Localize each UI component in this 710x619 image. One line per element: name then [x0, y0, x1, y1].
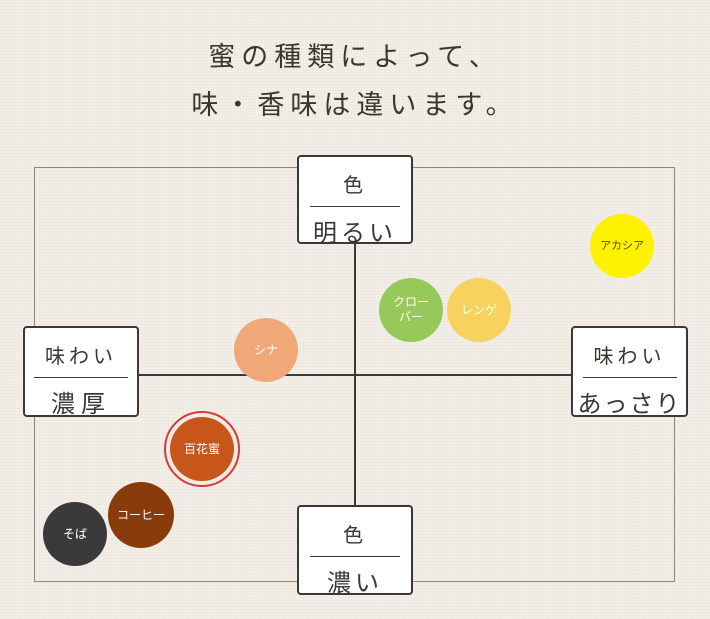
honey-label: シナ — [253, 342, 278, 357]
axis-label-bottom-title: 色 — [343, 523, 367, 547]
honey-bubble-renge: レンゲ — [447, 278, 511, 342]
horizontal-axis — [138, 374, 574, 376]
axis-label-top-title: 色 — [343, 173, 367, 197]
honey-label: コーヒー — [116, 507, 165, 522]
axis-label-right-value: あっさり — [577, 390, 682, 418]
axis-label-left: 味わい 濃厚 — [23, 326, 139, 418]
honey-bubble-coffee: コーヒー — [108, 482, 174, 548]
honey-bubble-acacia: アカシア — [590, 214, 654, 278]
axis-label-top: 色 明るい — [297, 155, 413, 247]
headline-line-2: 味・香味は違います。 — [191, 90, 519, 121]
axis-label-right: 味わい あっさり — [571, 326, 688, 418]
honey-bubble-hyakkamitsu: 百花蜜 — [170, 417, 234, 481]
axis-label-divider — [310, 206, 400, 207]
honey-bubble-soba: そば — [43, 502, 107, 566]
axis-label-top-value: 明るい — [313, 219, 397, 247]
honey-bubble-shina: シナ — [234, 318, 298, 382]
axis-label-divider — [310, 556, 400, 557]
axis-label-left-value: 濃厚 — [51, 390, 111, 418]
honey-label: そば — [62, 526, 87, 541]
axis-label-right-title: 味わい — [593, 344, 666, 368]
honey-label: レンゲ — [460, 302, 497, 317]
axis-label-divider — [582, 377, 677, 378]
honey-bubble-clover: クロー バー — [379, 278, 443, 342]
honey-label: クロー バー — [392, 295, 429, 324]
hyakkamitsu-highlight-ring — [164, 411, 240, 487]
axis-label-left-title: 味わい — [45, 344, 117, 368]
honey-label: 百花蜜 — [183, 441, 220, 456]
headline-line-1: 蜜の種類によって、 — [208, 42, 502, 73]
axis-label-divider — [34, 377, 128, 378]
honey-label: アカシア — [600, 239, 644, 253]
axis-label-bottom: 色 濃い — [297, 505, 413, 597]
axis-label-bottom-value: 濃い — [327, 569, 383, 597]
